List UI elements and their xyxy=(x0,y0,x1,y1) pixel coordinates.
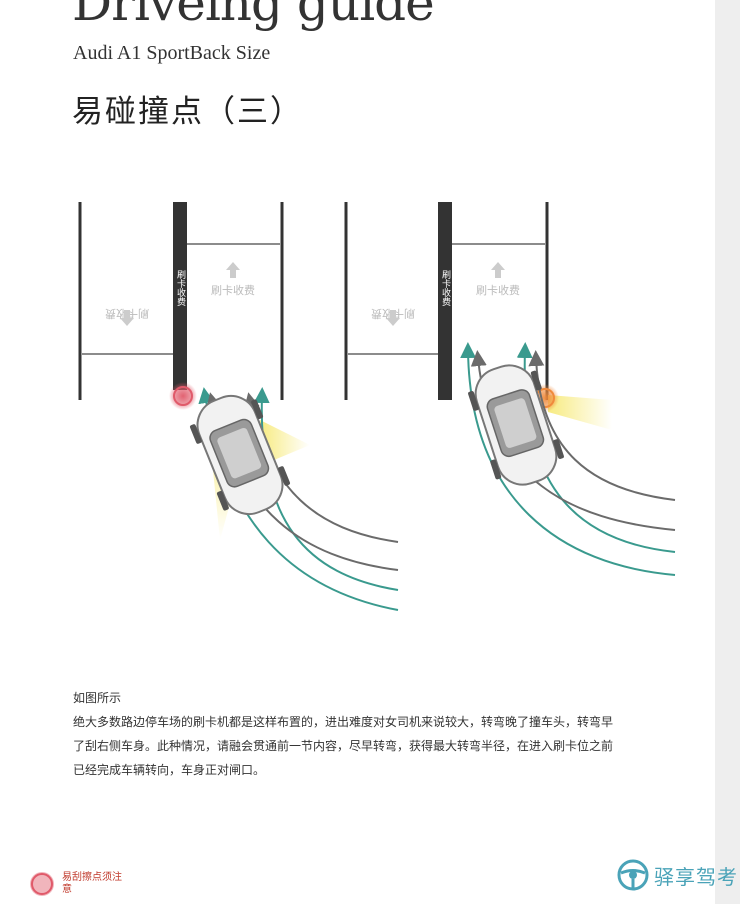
danger-circle-icon xyxy=(30,872,54,896)
entry-lane-label: 刷卡收费 xyxy=(211,283,255,297)
collision-diagram: 刷卡收费 刷卡收费 刷卡收费 刷卡收费 刷卡收费 刷卡收费 xyxy=(78,202,676,611)
entry-lane-label: 刷卡收费 xyxy=(476,283,520,297)
watermark: 驿享驾考 xyxy=(616,858,738,892)
watermark-text: 驿享驾考 xyxy=(654,864,738,889)
down-arrow-icon xyxy=(120,310,134,326)
path-right-grey xyxy=(528,350,676,501)
description-heading: 如图所示 xyxy=(73,691,122,705)
description-body: 绝大多数路边停车场的刷卡机都是这样布置的，进出难度对女司机来说较大，转弯晚了撞车… xyxy=(73,715,614,777)
scene-early-turn: 刷卡收费 刷卡收费 刷卡收费 xyxy=(344,202,676,576)
description: 如图所示 绝大多数路边停车场的刷卡机都是这样布置的，进出难度对女司机来说较大，转… xyxy=(73,686,613,782)
steering-wheel-icon xyxy=(617,859,649,891)
car-top-view xyxy=(468,364,564,486)
section-title: 易碰撞点（三） xyxy=(72,94,303,130)
scene-late-turn: 刷卡收费 刷卡收费 刷卡收费 xyxy=(78,202,399,611)
header-title: Driveing guide xyxy=(72,0,435,32)
up-arrow-icon xyxy=(491,262,505,278)
up-arrow-icon xyxy=(226,262,240,278)
booth-label: 刷卡收费 xyxy=(440,270,451,307)
page-edge-strip xyxy=(715,0,740,904)
down-arrow-icon xyxy=(386,310,400,326)
booth-island xyxy=(438,202,452,400)
booth-label: 刷卡收费 xyxy=(175,270,186,307)
header-subtitle: Audi A1 SportBack Size xyxy=(73,42,271,64)
legend-label: 易刮擦点须注意 xyxy=(62,872,122,895)
car-top-view xyxy=(189,394,291,516)
legend: 易刮擦点须注意 xyxy=(28,870,122,898)
booth-island xyxy=(173,202,187,390)
light-beam-right xyxy=(548,395,612,430)
